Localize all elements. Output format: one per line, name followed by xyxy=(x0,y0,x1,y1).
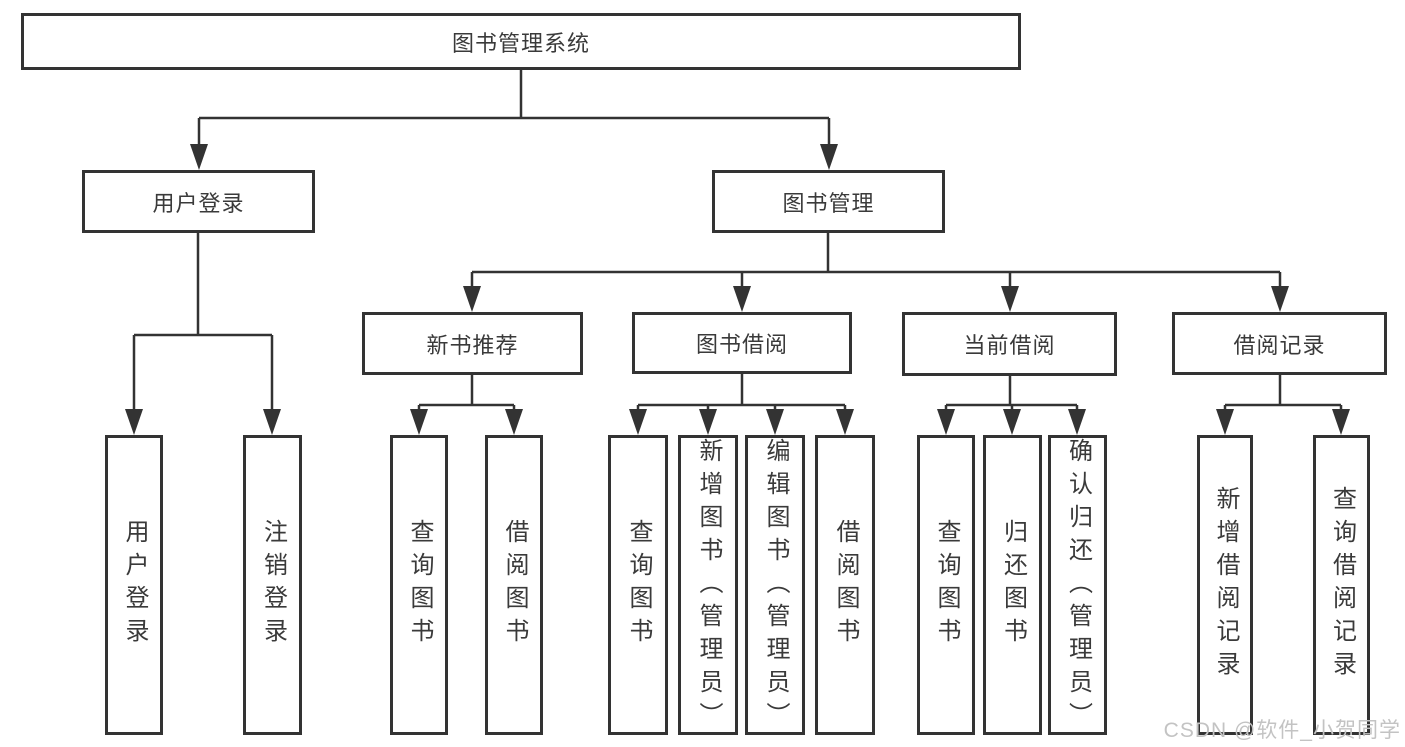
node-book-borrow: 图书借阅 xyxy=(632,312,852,374)
edge-borrowrecord-bus xyxy=(1223,375,1343,412)
leaf-query-book-3: 查询图书 xyxy=(917,435,975,735)
edge-userlogin-bus xyxy=(132,233,274,411)
leaf-query-book-1: 查询图书 xyxy=(390,435,448,735)
leaf-add-borrow-record: 新增借阅记录 xyxy=(1197,435,1253,735)
csdn-watermark: CSDN @软件_小贺同学 xyxy=(1163,719,1401,742)
edge-currentborrow-bus xyxy=(944,376,1079,412)
node-book-management: 图书管理 xyxy=(712,170,945,233)
edge-root-bus xyxy=(197,69,831,146)
node-borrow-record: 借阅记录 xyxy=(1172,312,1387,375)
node-root-system: 图书管理系统 xyxy=(21,13,1021,70)
leaf-confirm-return-admin: 确认归还（管理员） xyxy=(1048,435,1107,735)
leaf-query-borrow-record: 查询借阅记录 xyxy=(1313,435,1370,735)
leaf-edit-book-admin: 编辑图书（管理员） xyxy=(745,435,805,735)
leaf-add-book-admin: 新增图书（管理员） xyxy=(678,435,738,735)
edge-newbook-bus xyxy=(417,375,516,412)
edge-bookmgmt-bus xyxy=(470,233,1282,288)
node-user-login: 用户登录 xyxy=(82,170,315,233)
node-current-borrow: 当前借阅 xyxy=(902,312,1117,376)
leaf-query-book-2: 查询图书 xyxy=(608,435,668,735)
leaf-user-login: 用户登录 xyxy=(105,435,163,735)
node-new-book-recommend: 新书推荐 xyxy=(362,312,583,375)
leaf-logout: 注销登录 xyxy=(243,435,302,735)
leaf-return-book: 归还图书 xyxy=(983,435,1042,735)
edge-bookborrow-bus xyxy=(636,373,847,412)
leaf-borrow-book-1: 借阅图书 xyxy=(485,435,543,735)
leaf-borrow-book-2: 借阅图书 xyxy=(815,435,875,735)
